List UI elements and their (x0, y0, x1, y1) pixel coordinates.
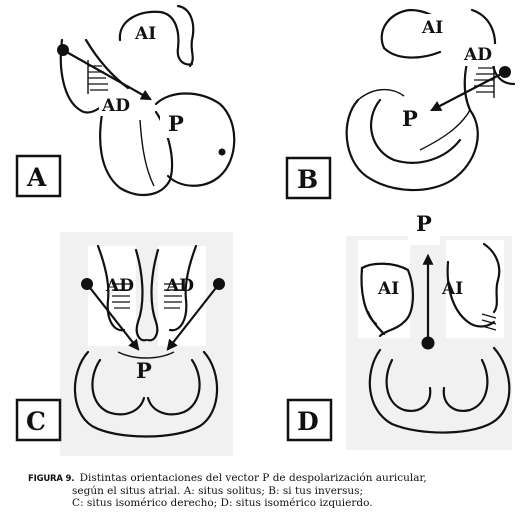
panel-c-p-label: P (136, 358, 152, 383)
sa-node-hatch-a (87, 60, 108, 94)
panel-d-letter: D (297, 407, 319, 436)
panel-d-letter-box (286, 398, 333, 442)
figure-caption: FIGURA 9. Distintas orientaciones del ve… (28, 472, 508, 509)
appendage-hatch-d (481, 313, 497, 331)
panel-c: AD AD P C (15, 232, 233, 456)
figure-label: FIGURA 9. (28, 474, 75, 484)
panel-c-letter-box (15, 398, 62, 442)
sa-node-hatch-c-left (112, 283, 130, 309)
panel-d-ai-left-label: AI (377, 279, 399, 299)
panel-b-letter: B (297, 165, 318, 194)
panel-b-ad-label: AD (463, 45, 492, 65)
caption-text-1: Distintas orientaciones del vector P de … (79, 472, 427, 484)
panel-b-ai-label: AI (421, 18, 443, 38)
panel-b-p-label: P (402, 106, 418, 131)
panel-d: AI AI P D (286, 205, 512, 450)
panel-a: AI AD P A (15, 4, 236, 198)
panel-c-letter: C (26, 407, 46, 436)
caption-line-3: C: situs isomérico derecho; D: situs iso… (72, 497, 373, 509)
panel-a-ad-label: AD (101, 96, 130, 116)
panel-c-ad-right-label: AD (165, 276, 194, 296)
panel-a-p-label: P (168, 111, 184, 136)
panel-d-ai-right-label: AI (441, 279, 463, 299)
sa-node-hatch-c-right (164, 283, 182, 309)
panel-d-p-label: P (416, 211, 432, 236)
panel-a-letter-box (15, 154, 62, 198)
panel-a-ai-label: AI (134, 24, 156, 44)
panel-a-letter: A (26, 163, 47, 192)
panel-b: AI AD P B (285, 8, 516, 200)
panel-c-ad-left-label: AD (105, 276, 134, 296)
caption-line-1: FIGURA 9. Distintas orientaciones del ve… (28, 472, 508, 485)
panel-b-letter-box (285, 156, 332, 200)
caption-line-2: según el situs atrial. A: situs solitus;… (72, 485, 364, 497)
